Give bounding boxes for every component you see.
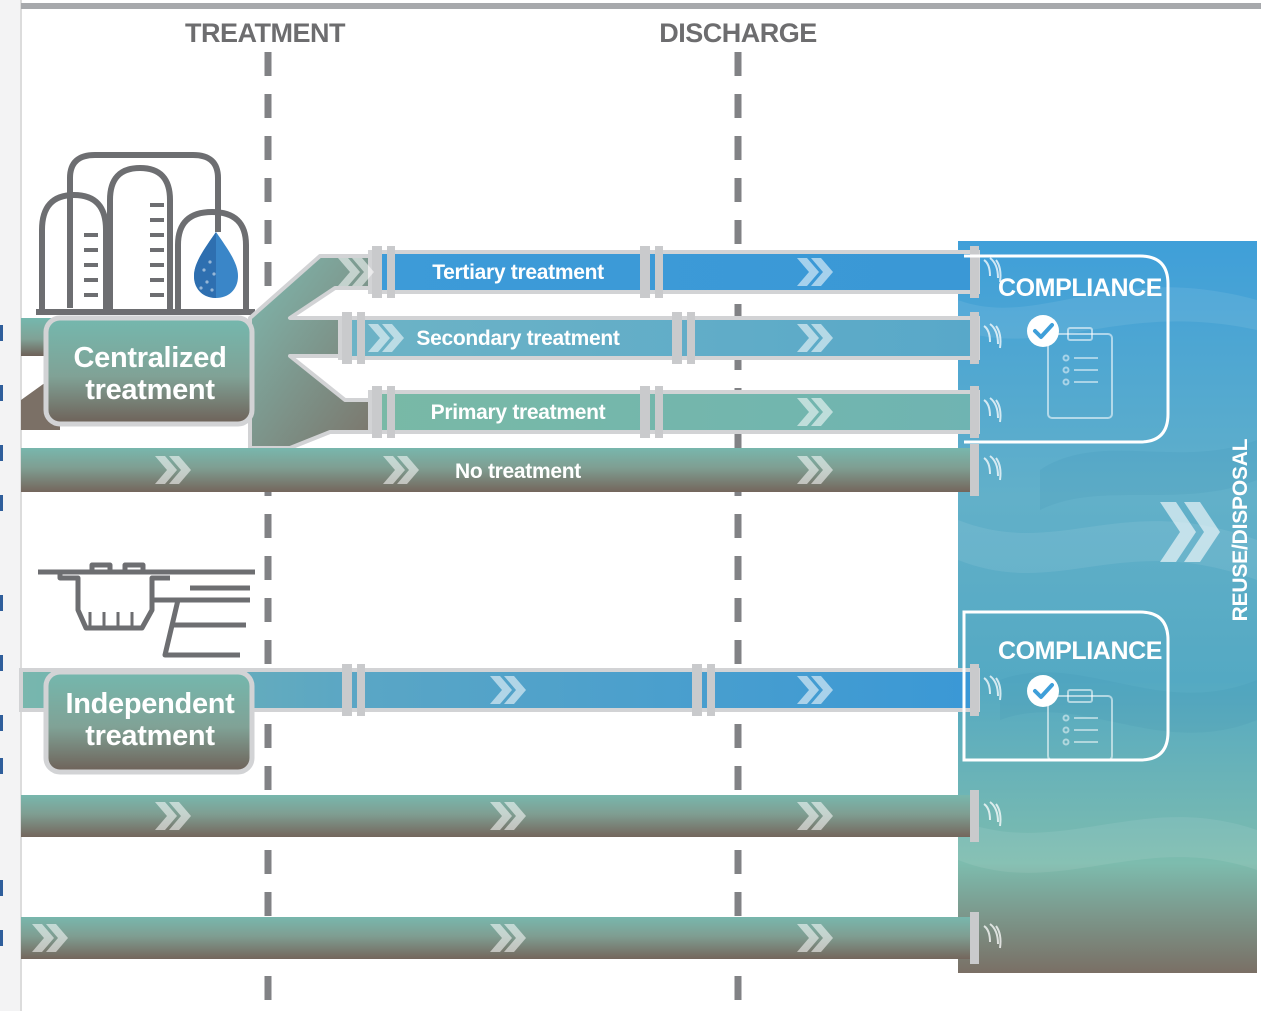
chevron-right-icon [797, 802, 833, 830]
pipe-label-none: No treatment [455, 460, 581, 483]
centralized-label-line1: Centralized [73, 342, 226, 374]
treatment-plant-tanks-icon [36, 152, 255, 315]
compliance-box-bottom: COMPLIANCE [962, 610, 1170, 762]
compliance-box-top: COMPLIANCE [964, 254, 1170, 444]
chevron-right-icon [32, 924, 68, 952]
chevron-right-icon [490, 924, 526, 952]
outfall-icon [983, 675, 1002, 701]
independent-label-line2: treatment [85, 720, 215, 752]
compliance-label-bottom: COMPLIANCE [998, 637, 1162, 665]
outfall-icon [983, 257, 1002, 283]
top-rule [21, 3, 1261, 9]
secondary-pipe: Secondary treatment [338, 312, 980, 364]
untreated-pipe-lower-2 [21, 912, 979, 964]
outfall-icon [983, 323, 1002, 349]
chevron-right-icon [155, 456, 191, 484]
reuse-disposal-label: REUSE/DISPOSAL [1229, 438, 1252, 621]
tertiary-pipe: Tertiary treatment [368, 246, 980, 298]
chevron-right-icon [490, 676, 526, 704]
outfall-icon [983, 801, 1002, 827]
primary-pipe: Primary treatment [368, 386, 980, 438]
chevron-right-icon [490, 802, 526, 830]
outfall-icon [983, 923, 1002, 949]
compliance-label-top: COMPLIANCE [998, 274, 1162, 302]
chevron-right-icon [797, 924, 833, 952]
chevron-right-icon [155, 802, 191, 830]
chevron-right-icon [797, 258, 833, 286]
chevron-right-icon [368, 324, 404, 352]
chevron-right-icon [797, 324, 833, 352]
left-edge-marks [0, 325, 3, 946]
clipboard-check-icon [1027, 315, 1113, 419]
reuse-disposal-area [958, 241, 1257, 973]
outfall-icons [983, 257, 1002, 949]
untreated-pipe-lower-1 [21, 790, 979, 842]
stage-label-treatment: TREATMENT [185, 18, 346, 48]
pipe-label-secondary: Secondary treatment [416, 327, 620, 350]
reuse-chevron-icon [1160, 502, 1220, 562]
independent-treatment-box: Independent treatment [43, 669, 255, 775]
stage-label-discharge: DISCHARGE [659, 18, 817, 48]
septic-system-icon [38, 562, 255, 658]
chevron-right-icon [338, 258, 374, 286]
centralized-label-line2: treatment [85, 374, 215, 406]
centralized-treatment-box: Centralized treatment [43, 315, 255, 427]
outfall-icon [983, 455, 1002, 481]
no-treatment-pipe: No treatment [21, 444, 979, 496]
pipe-label-primary: Primary treatment [431, 401, 606, 424]
chevron-right-icon [797, 676, 833, 704]
pipe-label-tertiary: Tertiary treatment [432, 261, 604, 284]
water-drop-icon [194, 232, 238, 298]
independent-label-line1: Independent [65, 688, 235, 720]
chevron-right-icon [797, 456, 833, 484]
left-margin [0, 0, 20, 1011]
flow-chevrons [32, 258, 833, 952]
outfall-icon [983, 397, 1002, 423]
chevron-right-icon [383, 456, 419, 484]
clipboard-check-icon [1027, 675, 1113, 761]
chevron-right-icon [797, 398, 833, 426]
